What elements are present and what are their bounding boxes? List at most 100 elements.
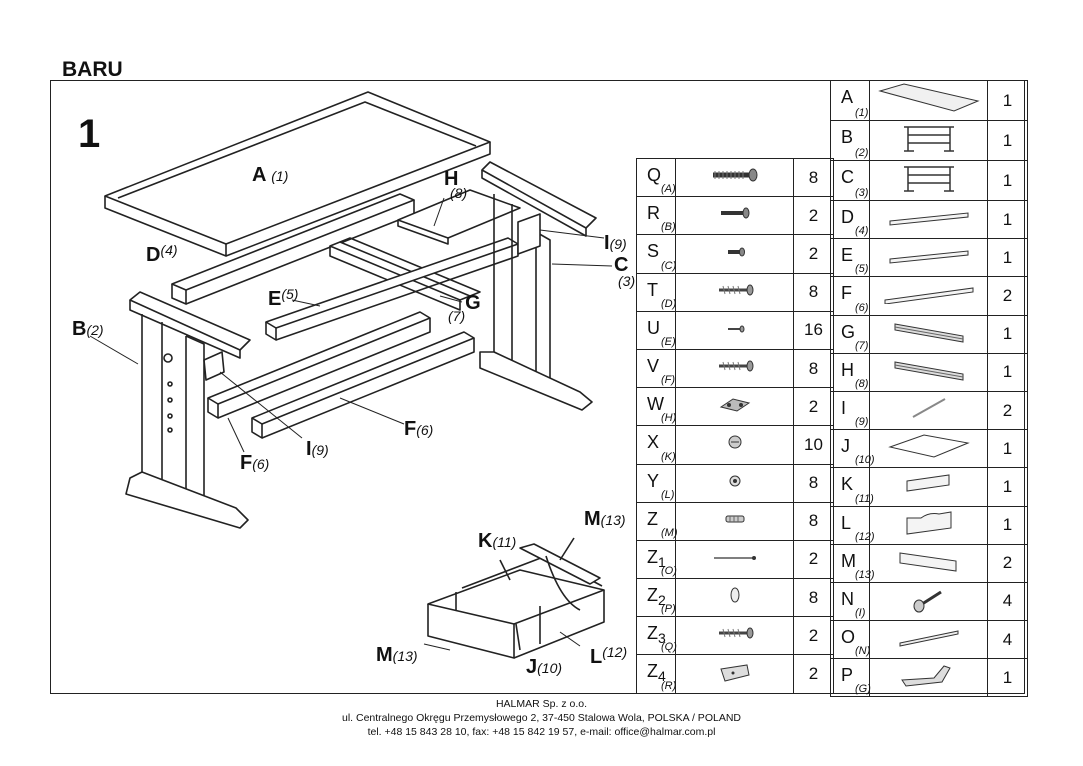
desk-top-panel [104, 91, 491, 257]
part-code-cell: A(1) [830, 80, 870, 121]
side-frame-b [125, 291, 251, 529]
part-quantity: 8 [793, 157, 834, 198]
part-code: Z1 [647, 546, 666, 570]
part-quantity: 2 [793, 387, 834, 427]
part-code: A [841, 87, 854, 107]
part-quantity: 1 [987, 199, 1028, 240]
part-reference: (H) [661, 412, 677, 425]
part-code-cell: Z4(R) [636, 654, 677, 694]
table-row: L(12) 1 [830, 505, 1028, 545]
part-code-cell: X(K) [636, 425, 676, 465]
part-quantity: 8 [793, 578, 834, 618]
part-code-cell: S(C) [636, 234, 676, 274]
label-i-bottom: I(9) [306, 438, 329, 460]
part-quantity: 1 [987, 352, 1028, 392]
board-f-rear [251, 331, 475, 439]
table-row: Z4(R) 2 [636, 654, 834, 694]
part-quantity: 16 [793, 310, 834, 350]
part-reference: (R) [661, 679, 677, 692]
table-row: C(3)1 [830, 160, 1028, 201]
part-reference: (5) [855, 263, 869, 276]
part-code: C [841, 167, 854, 187]
part-quantity: 8 [793, 463, 834, 503]
label-e: E(5) [268, 286, 299, 310]
part-code: M [841, 550, 856, 571]
drawer-bottom-icon [869, 429, 988, 469]
part-code: W [647, 394, 664, 415]
part-code: B [841, 127, 854, 147]
part-code-cell: Q(A) [636, 157, 676, 198]
desk-top-panel-icon [869, 80, 988, 121]
part-reference: (P) [661, 603, 676, 616]
part-code: D [841, 207, 854, 227]
part-code-cell: C(3) [830, 160, 870, 201]
label-l: L(12) [590, 644, 628, 668]
part-code-cell: G(7) [830, 314, 870, 354]
table-row: J(10)1 [830, 429, 1028, 469]
long-board-icon [869, 276, 988, 316]
table-row: M(13)2 [830, 543, 1028, 583]
drawer-back-icon [869, 467, 988, 507]
part-reference: (6) [855, 301, 869, 314]
part-reference: (A) [661, 183, 676, 196]
page-title: BARU [62, 58, 123, 81]
part-code-cell: I(9) [830, 390, 870, 431]
part-reference: (3) [855, 187, 869, 199]
dowel-icon [675, 501, 794, 541]
washer-plate-icon [675, 654, 794, 694]
company-address: ul. Centralnego Okręgu Przemysłowego 2, … [341, 712, 741, 724]
table-row: Z2(P) 8 [636, 578, 834, 618]
board-icon [869, 199, 988, 240]
part-code: I [841, 397, 847, 418]
wood-screw-icon [675, 348, 794, 389]
table-row: U(E)16 [636, 310, 834, 350]
label-m-top: M(13) [584, 508, 626, 530]
part-code: N [841, 588, 854, 609]
part-quantity: 1 [987, 429, 1028, 469]
part-code: P [841, 665, 854, 686]
part-code-cell: Z3(Q) [636, 616, 677, 656]
table-row: F(6)2 [830, 276, 1028, 316]
drawer-assembly [423, 537, 605, 659]
part-reference: (N) [855, 645, 871, 658]
part-reference: (K) [661, 450, 676, 463]
part-reference: (G) [855, 683, 871, 696]
label-k: K(11) [478, 530, 517, 552]
part-quantity: 2 [793, 539, 834, 580]
part-quantity: 1 [987, 467, 1028, 507]
part-reference: (Q) [661, 641, 677, 654]
part-quantity: 4 [987, 581, 1028, 622]
part-code: X [647, 432, 660, 453]
part-code: Z2 [647, 585, 666, 609]
table-row: Z3(Q)2 [636, 616, 834, 656]
part-code-cell: B(2) [830, 120, 870, 161]
part-code: Y [647, 470, 660, 491]
part-code: H [841, 359, 854, 380]
table-row: N(I) 4 [830, 581, 1028, 622]
part-code: J [841, 436, 850, 457]
table-row: K(11)1 [830, 467, 1028, 507]
part-code: T [647, 279, 658, 300]
part-reference: (F) [661, 374, 676, 387]
wood-screw-icon [675, 272, 794, 312]
part-code: Z3 [647, 623, 666, 647]
part-quantity: 2 [987, 390, 1028, 431]
leader-lines [89, 197, 613, 453]
table-row: B(2)1 [830, 120, 1028, 161]
cap-icon [675, 578, 794, 618]
part-code-cell: L(12) [830, 505, 875, 545]
part-code: U [647, 317, 660, 338]
part-code: F [841, 283, 852, 304]
part-quantity: 2 [793, 654, 834, 694]
part-quantity: 1 [987, 505, 1028, 545]
slider-strip-icon [869, 620, 988, 660]
part-reference: (7) [855, 339, 869, 352]
part-code-cell: D(4) [830, 199, 870, 240]
part-reference: (I) [855, 607, 866, 620]
part-reference: (11) [855, 492, 874, 505]
cam-lock-icon [675, 425, 794, 465]
part-code-cell: P(G) [830, 658, 871, 698]
side-frame-icon [869, 120, 988, 161]
